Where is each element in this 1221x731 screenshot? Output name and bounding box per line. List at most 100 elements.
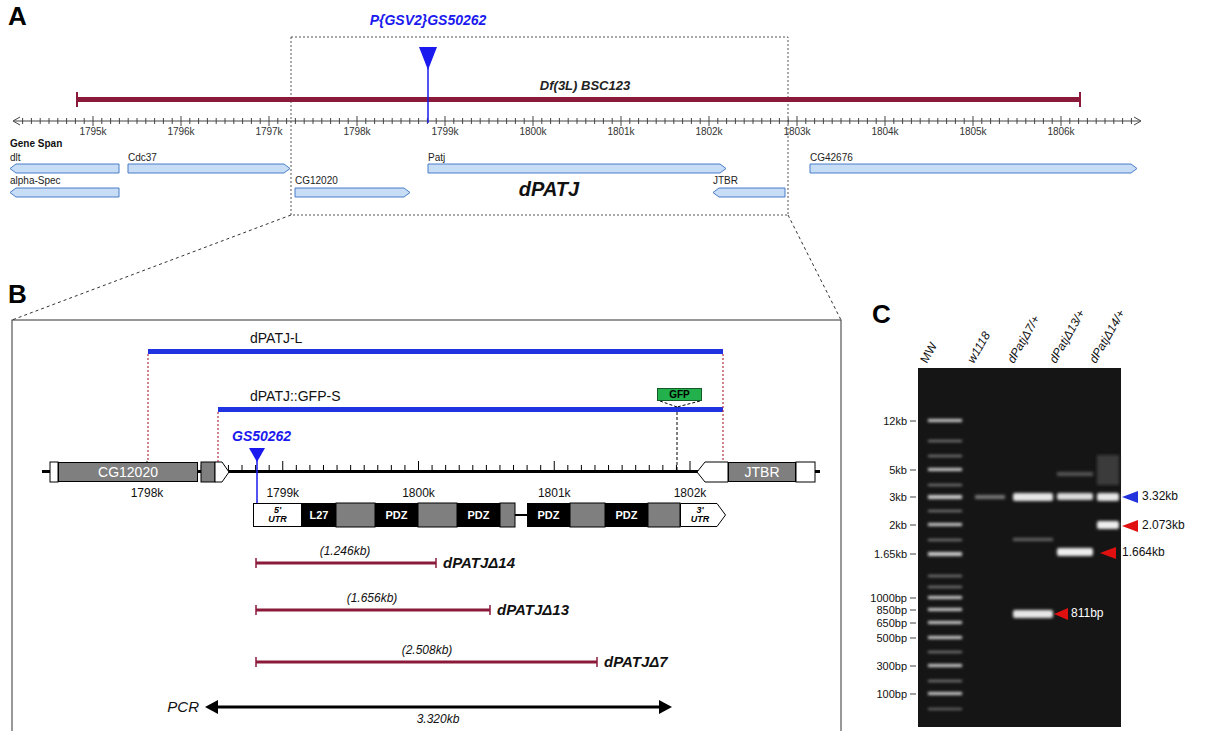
- axis-tick: [955, 118, 956, 124]
- axis-tick: [841, 118, 842, 124]
- figure-shape: [810, 164, 1137, 173]
- figure-shape: [13, 117, 20, 125]
- axis-tick: [893, 118, 894, 124]
- axis-tick-label: 1804k: [871, 126, 898, 137]
- box-text: PDZ: [386, 510, 408, 521]
- axis-tick: [309, 465, 310, 470]
- axis-tick: [409, 118, 410, 124]
- panel-letter: B: [8, 279, 27, 309]
- axis-tick: [550, 118, 551, 124]
- axis-tick: [709, 116, 710, 126]
- axis-tick: [635, 465, 636, 470]
- ladder-size: 100bp: [876, 688, 907, 700]
- allele-name-holder: dPATJΔ14: [443, 554, 515, 571]
- lane-label-holder: dPatjΔ7/+: [1005, 314, 1043, 366]
- figure-shape: [648, 503, 680, 527]
- axis-tick: [445, 465, 446, 470]
- gene-title: dPATJ: [519, 178, 579, 200]
- figure-shape: [435, 558, 437, 568]
- size-label: (2.508kb): [402, 643, 453, 657]
- figure-shape: [928, 680, 962, 682]
- axis-tick: [497, 118, 498, 124]
- axis-tick: [295, 118, 296, 124]
- axis-tick-label: 1801k: [607, 126, 634, 137]
- axis-tick: [189, 118, 190, 124]
- figure-shape: [1097, 493, 1119, 501]
- axis-tick: [365, 118, 366, 124]
- axis-tick: [1105, 118, 1106, 124]
- panel-letter: C: [872, 299, 891, 329]
- gene-box: JTBR: [728, 462, 796, 482]
- axis-tick: [348, 118, 349, 124]
- box-text: CG12020: [98, 465, 158, 479]
- axis-tick: [364, 465, 365, 470]
- insertion-name-holder: P{GSV2}GS50262: [370, 12, 487, 28]
- ladder-size-holder: 100bp: [876, 688, 907, 701]
- gfp-tag: GFP: [657, 388, 702, 401]
- axis-tick: [391, 465, 392, 470]
- coordinate-label: 1802k: [674, 486, 707, 500]
- axis-tick: [499, 465, 500, 470]
- track-title: Gene Span: [10, 138, 62, 149]
- box-text: GFP: [669, 390, 690, 400]
- axis-tick: [216, 118, 217, 124]
- axis-tick: [770, 118, 771, 124]
- figure-shape: [910, 623, 916, 624]
- insertion-triangle: [419, 47, 437, 70]
- band-arrow: [1054, 608, 1068, 620]
- ladder-size: 5kb: [889, 464, 907, 476]
- box-text: L27: [310, 510, 329, 521]
- gene-title-holder: dPATJ: [519, 178, 579, 201]
- figure-shape: [256, 661, 597, 664]
- figure-shape: [910, 497, 916, 498]
- lane-label-holder: dPatjΔ14/+: [1087, 308, 1128, 366]
- figure-shape: [928, 708, 962, 710]
- figure-shape: [910, 554, 916, 555]
- axis-tick: [242, 118, 243, 124]
- axis-tick: [418, 118, 419, 124]
- axis-tick: [418, 461, 419, 470]
- axis-tick: [225, 118, 226, 124]
- axis-tick: [1043, 118, 1044, 124]
- axis-tick: [163, 118, 164, 124]
- gene-name-holder: Cdc37: [128, 152, 157, 164]
- ladder-size: 850bp: [876, 604, 907, 616]
- coordinate-label-holder: 1802k: [674, 487, 707, 501]
- axis-tick: [459, 465, 460, 470]
- figure-shape: [928, 575, 962, 577]
- figure-shape: [928, 664, 962, 667]
- domain-box: PDZ: [457, 503, 500, 527]
- figure-shape: [336, 503, 375, 527]
- coordinate-label: 1798k: [131, 486, 164, 500]
- panel-letter-holder: C: [872, 300, 891, 330]
- box-text: PDZ: [538, 510, 560, 521]
- figure-shape: [570, 503, 605, 527]
- panel-letter-holder: B: [8, 280, 27, 310]
- axis-tick: [323, 465, 324, 470]
- axis-tick: [1061, 116, 1062, 126]
- figure-shape: [928, 455, 962, 457]
- figure-shape: [928, 586, 962, 588]
- figure-shape: [975, 495, 1005, 499]
- figure-shape: [201, 462, 215, 482]
- axis-tick: [638, 118, 639, 124]
- ladder-size: 3kb: [889, 491, 907, 503]
- figure-shape: [500, 503, 515, 527]
- figure-shape: [722, 354, 723, 470]
- axis-tick: [541, 118, 542, 124]
- axis-tick: [154, 118, 155, 124]
- axis-tick: [66, 118, 67, 124]
- axis-tick: [524, 118, 525, 124]
- axis-tick: [735, 118, 736, 124]
- ladder-size: 1000bp: [870, 592, 907, 604]
- ladder-size-holder: 3kb: [889, 491, 907, 504]
- ladder-size-holder: 1000bp: [870, 592, 907, 605]
- axis-tick-label: 1805k: [959, 126, 986, 137]
- axis-tick-label: 1803k: [783, 126, 810, 137]
- gel: [918, 368, 1121, 727]
- axis-tick-label-holder: 1803k: [783, 126, 810, 138]
- size-label: (1.246kb): [320, 544, 371, 558]
- figure-shape: [50, 462, 58, 482]
- deletion-bars: [256, 563, 597, 662]
- axis-tick: [1008, 118, 1009, 124]
